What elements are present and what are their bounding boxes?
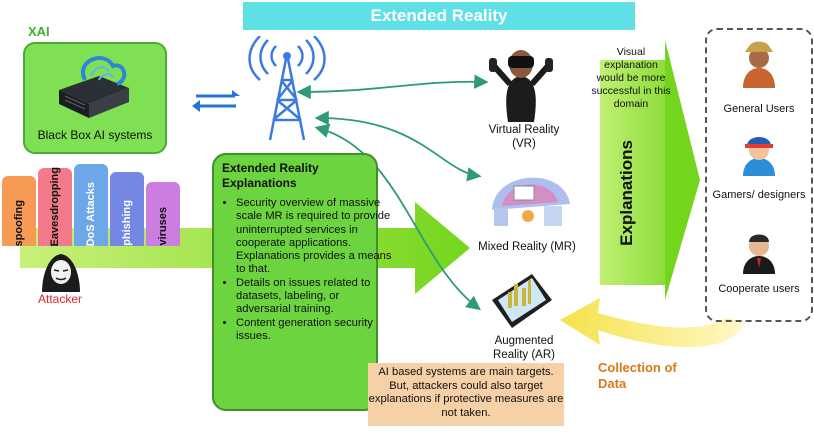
attack-types: spoofing Eavesdropping DoS Attacks phish… <box>2 164 180 246</box>
users-panel: General Users Gamers/ designers Cooperat… <box>705 28 813 322</box>
mixed-reality-icon <box>492 177 570 226</box>
antenna-tower-icon <box>248 36 326 141</box>
collection-arrow <box>560 298 745 348</box>
attack-tab-spoofing: spoofing <box>2 176 36 246</box>
cooperate-user-icon <box>743 234 775 274</box>
gamers-designers-label: Gamers/ designers <box>712 189 806 201</box>
vr-headset-person-icon <box>489 50 553 122</box>
xr-explanations-title: Extended Reality Explanations <box>222 161 319 190</box>
explanation-flow-arrow <box>600 60 690 285</box>
list-item: Security overview of massive scale MR is… <box>236 197 396 277</box>
hooded-attacker-icon <box>42 254 80 292</box>
xai-label: XAI <box>28 24 50 39</box>
explanations-label: Explanations <box>617 140 636 246</box>
xr-explanations-list: Security overview of massive scale MR is… <box>216 197 396 343</box>
gamer-icon <box>743 137 775 176</box>
extended-reality-banner: Extended Reality <box>243 2 635 30</box>
list-item: Content generation security issues. <box>236 317 396 344</box>
server-brain-icon <box>59 56 129 118</box>
vr-label: Virtual Reality (VR) <box>488 124 560 150</box>
attack-tab-eavesdropping: Eavesdropping <box>38 167 72 246</box>
general-user-icon <box>743 41 775 88</box>
list-item: Details on issues related to datasets, l… <box>236 277 396 317</box>
attack-target-note: AI based systems are main targets. But, … <box>368 363 564 426</box>
attacker-label: Attacker <box>38 292 83 306</box>
ar-label: Augmented Reality (AR) <box>493 335 555 361</box>
visual-explanation-note: Visual explanation would be more success… <box>591 46 671 110</box>
black-box-ai-panel: Black Box AI systems <box>23 42 167 154</box>
xr-explanations-panel: Extended Reality Explanations Security o… <box>212 153 391 411</box>
general-users-label: General Users <box>723 103 795 115</box>
cooperate-users-label: Cooperate users <box>718 283 800 295</box>
attack-tab-dos: DoS Attacks <box>74 164 108 246</box>
attack-tab-phishing: phishing <box>110 172 144 246</box>
attack-tab-viruses: viruses <box>146 182 180 246</box>
black-box-caption: Black Box AI systems <box>37 128 153 142</box>
augmented-reality-phone-icon <box>492 274 552 328</box>
collection-of-data-label: Collection of Data <box>598 360 677 391</box>
mr-label: Mixed Reality (MR) <box>478 241 576 253</box>
